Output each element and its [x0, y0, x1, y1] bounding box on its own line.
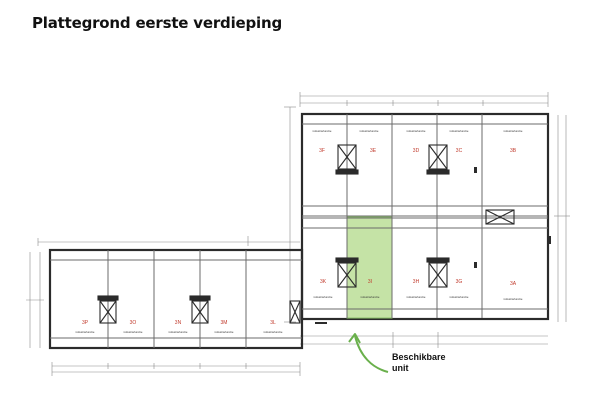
dimension-lines: [26, 92, 570, 376]
door-marks: [315, 167, 551, 324]
page-title: Plattegrond eerste verdieping: [32, 14, 282, 32]
unit-sub: industriefunctie: [314, 295, 333, 299]
unit-id: 3H: [413, 279, 420, 285]
unit-sub: industriefunctie: [313, 129, 332, 133]
stair-symbol: [189, 295, 211, 324]
stair-symbol: [335, 257, 359, 288]
unit-sub: industriefunctie: [76, 330, 95, 334]
unit-id: 3L: [270, 320, 276, 326]
available-unit-annotation: Beschikbare unit: [392, 352, 462, 374]
unit-id: 3A: [510, 281, 517, 287]
unit-id: 3I: [368, 279, 372, 285]
unit-id: 3O: [130, 320, 137, 326]
unit-id: 3E: [370, 148, 377, 154]
stair-symbol: [426, 257, 450, 288]
unit-sub: industriefunctie: [450, 129, 469, 133]
stair-symbol: [97, 295, 119, 324]
unit-id: 3N: [175, 320, 182, 326]
unit-id: 3B: [510, 148, 517, 154]
unit-sub: industriefunctie: [360, 129, 379, 133]
available-unit-highlight[interactable]: [346, 216, 393, 319]
unit-labels: 3F industriefunctie 3E industriefunctie …: [76, 129, 523, 334]
unit-id: 3P: [82, 320, 89, 326]
unit-id: 3G: [456, 279, 463, 285]
unit-id: 3M: [221, 320, 228, 326]
unit-sub: industriefunctie: [169, 330, 188, 334]
stair-symbol: [426, 144, 450, 175]
unit-sub: industriefunctie: [264, 330, 283, 334]
stair-symbol: [335, 144, 359, 175]
annotation-arrow: [348, 333, 389, 373]
unit-id: 3K: [320, 279, 327, 285]
unit-sub: industriefunctie: [450, 295, 469, 299]
unit-sub: industriefunctie: [504, 297, 523, 301]
unit-sub: industriefunctie: [407, 129, 426, 133]
unit-id: 3C: [456, 148, 463, 154]
annotation-line-2: unit: [392, 363, 409, 373]
stair-symbol: [485, 209, 515, 225]
stair-symbol: [289, 300, 301, 324]
interior-walls: [50, 114, 548, 348]
unit-sub: industriefunctie: [124, 330, 143, 334]
unit-sub: industriefunctie: [504, 129, 523, 133]
unit-id: 3D: [413, 148, 420, 154]
unit-sub: industriefunctie: [215, 330, 234, 334]
building-outline: [48, 112, 550, 350]
stair-symbols: [97, 144, 515, 324]
unit-id: 3F: [319, 148, 325, 154]
unit-sub: industriefunctie: [407, 295, 426, 299]
unit-sub: industriefunctie: [361, 295, 380, 299]
annotation-line-1: Beschikbare: [392, 352, 446, 362]
